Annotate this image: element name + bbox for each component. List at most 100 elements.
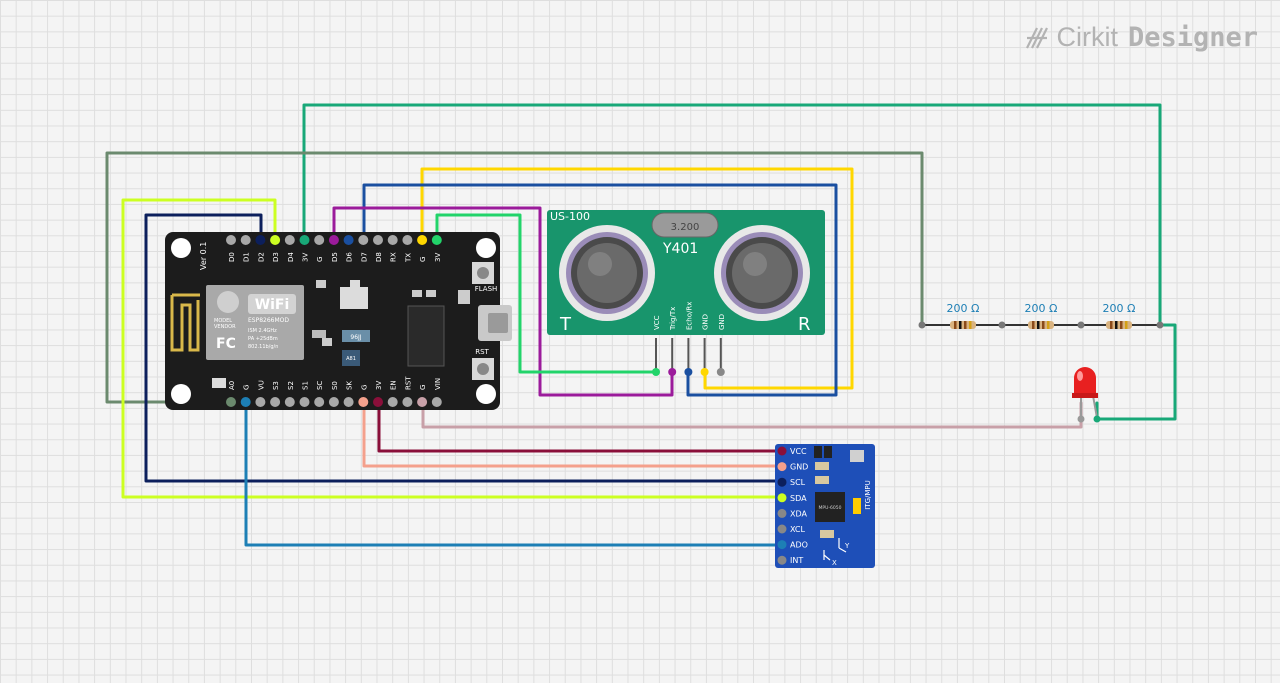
pin-bottom-g[interactable] <box>240 397 251 407</box>
mpu-pin-sda[interactable] <box>777 493 787 503</box>
pin-top-3v[interactable] <box>431 235 442 245</box>
wire-a0-to-resistor-chain[interactable] <box>105 151 924 404</box>
sonar-pin-0[interactable] <box>652 368 660 376</box>
pin-top-d3[interactable] <box>270 235 281 245</box>
pin-top-d4[interactable] <box>284 235 295 245</box>
pin-top-g[interactable] <box>314 235 325 245</box>
pin-bottom-s0[interactable] <box>328 397 339 407</box>
pin-bottom-g[interactable] <box>417 397 428 407</box>
mpu6050-module[interactable]: MPU-6050 ITG/MPU X Y VCCGNDSCLSDAXDAXCLA… <box>775 444 875 568</box>
resistor-200-ohm[interactable] <box>950 321 976 329</box>
pin-bottom-g[interactable] <box>358 397 369 407</box>
pin-bottom-s3[interactable] <box>270 397 281 407</box>
mpu-pin-ado[interactable] <box>777 540 787 550</box>
pin-top-d0[interactable] <box>226 235 236 245</box>
pin-bottom-en[interactable] <box>387 397 398 407</box>
pin-top-rx[interactable] <box>387 235 398 245</box>
pin-bottom-s2[interactable] <box>284 397 295 407</box>
transmitter-transducer <box>559 225 655 321</box>
mpu-pin-xcl[interactable] <box>777 524 787 534</box>
wire-d6-to-sonar-trig[interactable] <box>332 206 674 397</box>
resistor-200-ohm[interactable] <box>1106 321 1132 329</box>
resistor-label: 200 Ω <box>947 302 980 315</box>
wire-g-to-mpu-gnd[interactable] <box>362 400 784 468</box>
pin-bottom-vu[interactable] <box>255 397 266 407</box>
mpu-pin-vcc[interactable] <box>777 446 787 456</box>
module-spec-2: PA +25dBm <box>248 336 278 342</box>
esp8266-nodemcu-board[interactable]: Ver 0.1 WiFi MODEL VENDOR ESP8266MOD ISM… <box>165 232 512 410</box>
sonar-pin-3[interactable] <box>700 368 709 376</box>
wire-g-to-sonar-gnd[interactable] <box>420 167 854 390</box>
brand-name-cirkit: Cirkit <box>1056 22 1118 52</box>
pin-top-tx[interactable] <box>402 235 413 245</box>
wire-d2-to-mpu-scl[interactable] <box>144 213 784 483</box>
wire-d3-to-mpu-sda[interactable] <box>121 198 784 499</box>
wire-g-to-led-cathode[interactable] <box>421 400 1083 429</box>
sonar-pin-4[interactable] <box>716 368 725 376</box>
pin-bottom-sc[interactable] <box>314 397 325 407</box>
chip-code: A81 <box>346 356 356 362</box>
pin-bottom-s1[interactable] <box>299 397 310 407</box>
resistor-200-ohm[interactable] <box>1028 321 1054 329</box>
pin-top-d5[interactable] <box>328 235 339 245</box>
pin-top-3v[interactable] <box>299 235 310 245</box>
red-led[interactable] <box>1072 367 1101 423</box>
wire-d7-to-sonar-echo[interactable] <box>362 183 838 397</box>
sonar-pin-label: Echo/Rx <box>685 302 693 330</box>
pin-top-d8[interactable] <box>373 235 383 245</box>
wire-3v-to-mpu-vcc[interactable] <box>377 400 784 453</box>
module-name: ESP8266MOD <box>248 317 289 324</box>
pin-top-d6[interactable] <box>343 235 354 245</box>
pin-top-label: G <box>419 257 427 262</box>
led-anode-pin[interactable] <box>1093 415 1101 423</box>
pin-bottom-label: VIN <box>434 378 442 390</box>
pin-bottom-rst[interactable] <box>402 397 413 407</box>
pin-top-d2[interactable] <box>255 235 266 245</box>
pin-bottom-label: EN <box>390 380 398 390</box>
mpu-pin-xda[interactable] <box>777 508 787 518</box>
sonar-pin-1[interactable] <box>668 368 677 376</box>
pin-top-label: D5 <box>331 252 339 262</box>
pin-top-label: 3V <box>302 253 310 262</box>
mpu-pin-label: INT <box>790 556 803 565</box>
receiver-transducer <box>714 225 810 321</box>
led-cathode-pin[interactable] <box>1077 415 1085 423</box>
module-spec-3: 802.11b/g/n <box>248 344 278 350</box>
pin-bottom-label: A0 <box>228 381 236 390</box>
wire-3v-to-sonar-vcc[interactable] <box>435 213 658 374</box>
axis-x-label: X <box>832 559 837 567</box>
mount-hole <box>171 384 191 404</box>
board-version: Ver 0.1 <box>199 242 208 270</box>
mount-hole <box>476 384 496 404</box>
pin-bottom-label: S2 <box>287 381 295 390</box>
axis-arrows-icon <box>823 538 847 561</box>
mpu-pin-gnd[interactable] <box>777 462 787 472</box>
pin-top-g[interactable] <box>417 235 428 245</box>
wire-g-to-mpu-ado[interactable] <box>244 400 784 547</box>
mpu-pin-label: ADO <box>790 541 808 550</box>
sonar-pin-2[interactable] <box>684 368 693 376</box>
wire-led-anode-to-resistor[interactable] <box>1095 323 1177 421</box>
resistor-node[interactable] <box>1156 321 1164 329</box>
resistor-node[interactable] <box>918 321 926 329</box>
resistor-node[interactable] <box>998 321 1006 329</box>
resistor-node[interactable] <box>1077 321 1085 329</box>
sonar-pin-label: Trig/Tx <box>669 307 677 331</box>
mpu-pin-int[interactable] <box>777 555 787 565</box>
mpu-chip <box>815 492 845 522</box>
pin-bottom-vin[interactable] <box>431 397 442 407</box>
wire-3v-to-resistor-chain[interactable] <box>302 103 1162 327</box>
regulator-code: 96JJ <box>350 334 361 341</box>
pin-bottom-a0[interactable] <box>226 397 236 407</box>
sonar-pin-label: GND <box>702 314 710 330</box>
pin-top-d1[interactable] <box>240 235 251 245</box>
mpu-pin-scl[interactable] <box>777 477 787 487</box>
pin-top-label: D3 <box>272 252 280 262</box>
pin-bottom-3v[interactable] <box>373 397 383 407</box>
pin-bottom-sk[interactable] <box>343 397 354 407</box>
resistor-label: 200 Ω <box>1025 302 1058 315</box>
pin-top-d7[interactable] <box>358 235 369 245</box>
